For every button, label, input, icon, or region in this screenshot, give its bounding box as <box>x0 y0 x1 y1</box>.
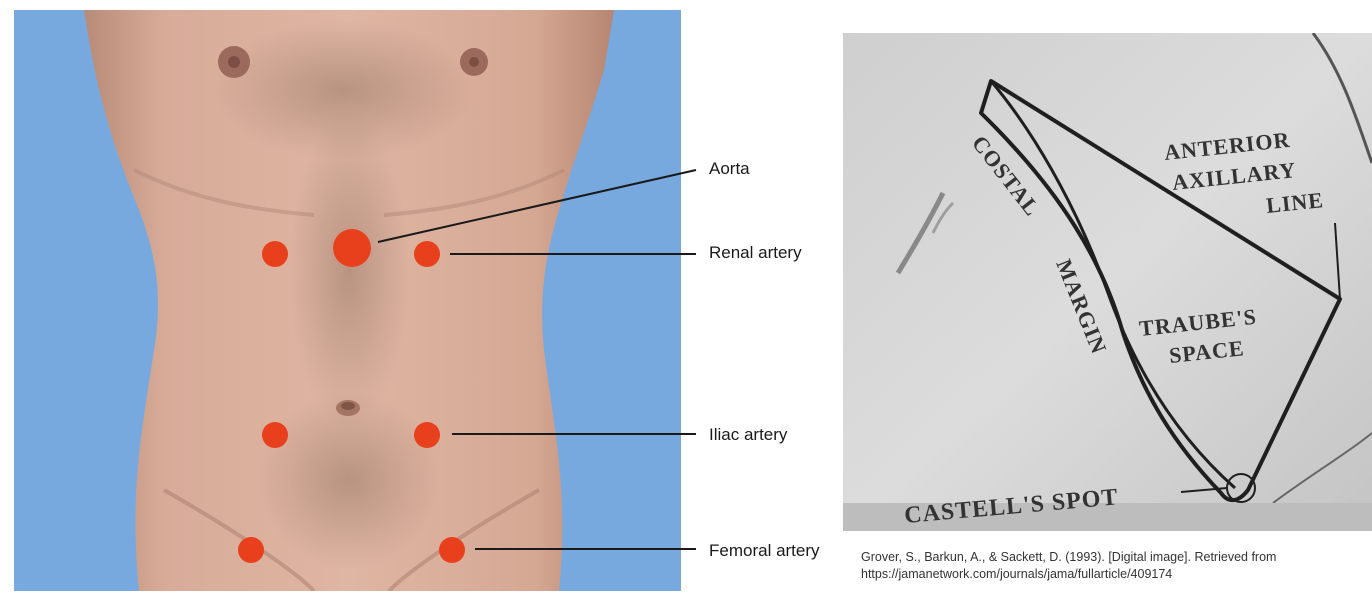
abdomen-photo <box>14 10 681 591</box>
renal-marker-right <box>414 241 440 267</box>
femoral-artery-label: Femoral artery <box>709 542 820 559</box>
aorta-marker <box>333 229 371 267</box>
iliac-artery-label: Iliac artery <box>709 426 787 443</box>
renal-marker-left <box>262 241 288 267</box>
iliac-marker-right <box>414 422 440 448</box>
aorta-label: Aorta <box>709 160 750 177</box>
citation-url: https://jamanetwork.com/journals/jama/fu… <box>861 566 1366 583</box>
torso-illustration <box>14 10 681 591</box>
traube-space-photo: COSTAL MARGIN ANTERIOR AXILLARY LINE TRA… <box>843 33 1372 531</box>
femoral-marker-left <box>238 537 264 563</box>
image-citation: Grover, S., Barkun, A., & Sackett, D. (1… <box>861 549 1366 583</box>
renal-artery-label: Renal artery <box>709 244 802 261</box>
iliac-marker-left <box>262 422 288 448</box>
femoral-marker-right <box>439 537 465 563</box>
citation-line-1: Grover, S., Barkun, A., & Sackett, D. (1… <box>861 549 1366 566</box>
traube-space-diagram: COSTAL MARGIN ANTERIOR AXILLARY LINE TRA… <box>843 33 1372 531</box>
